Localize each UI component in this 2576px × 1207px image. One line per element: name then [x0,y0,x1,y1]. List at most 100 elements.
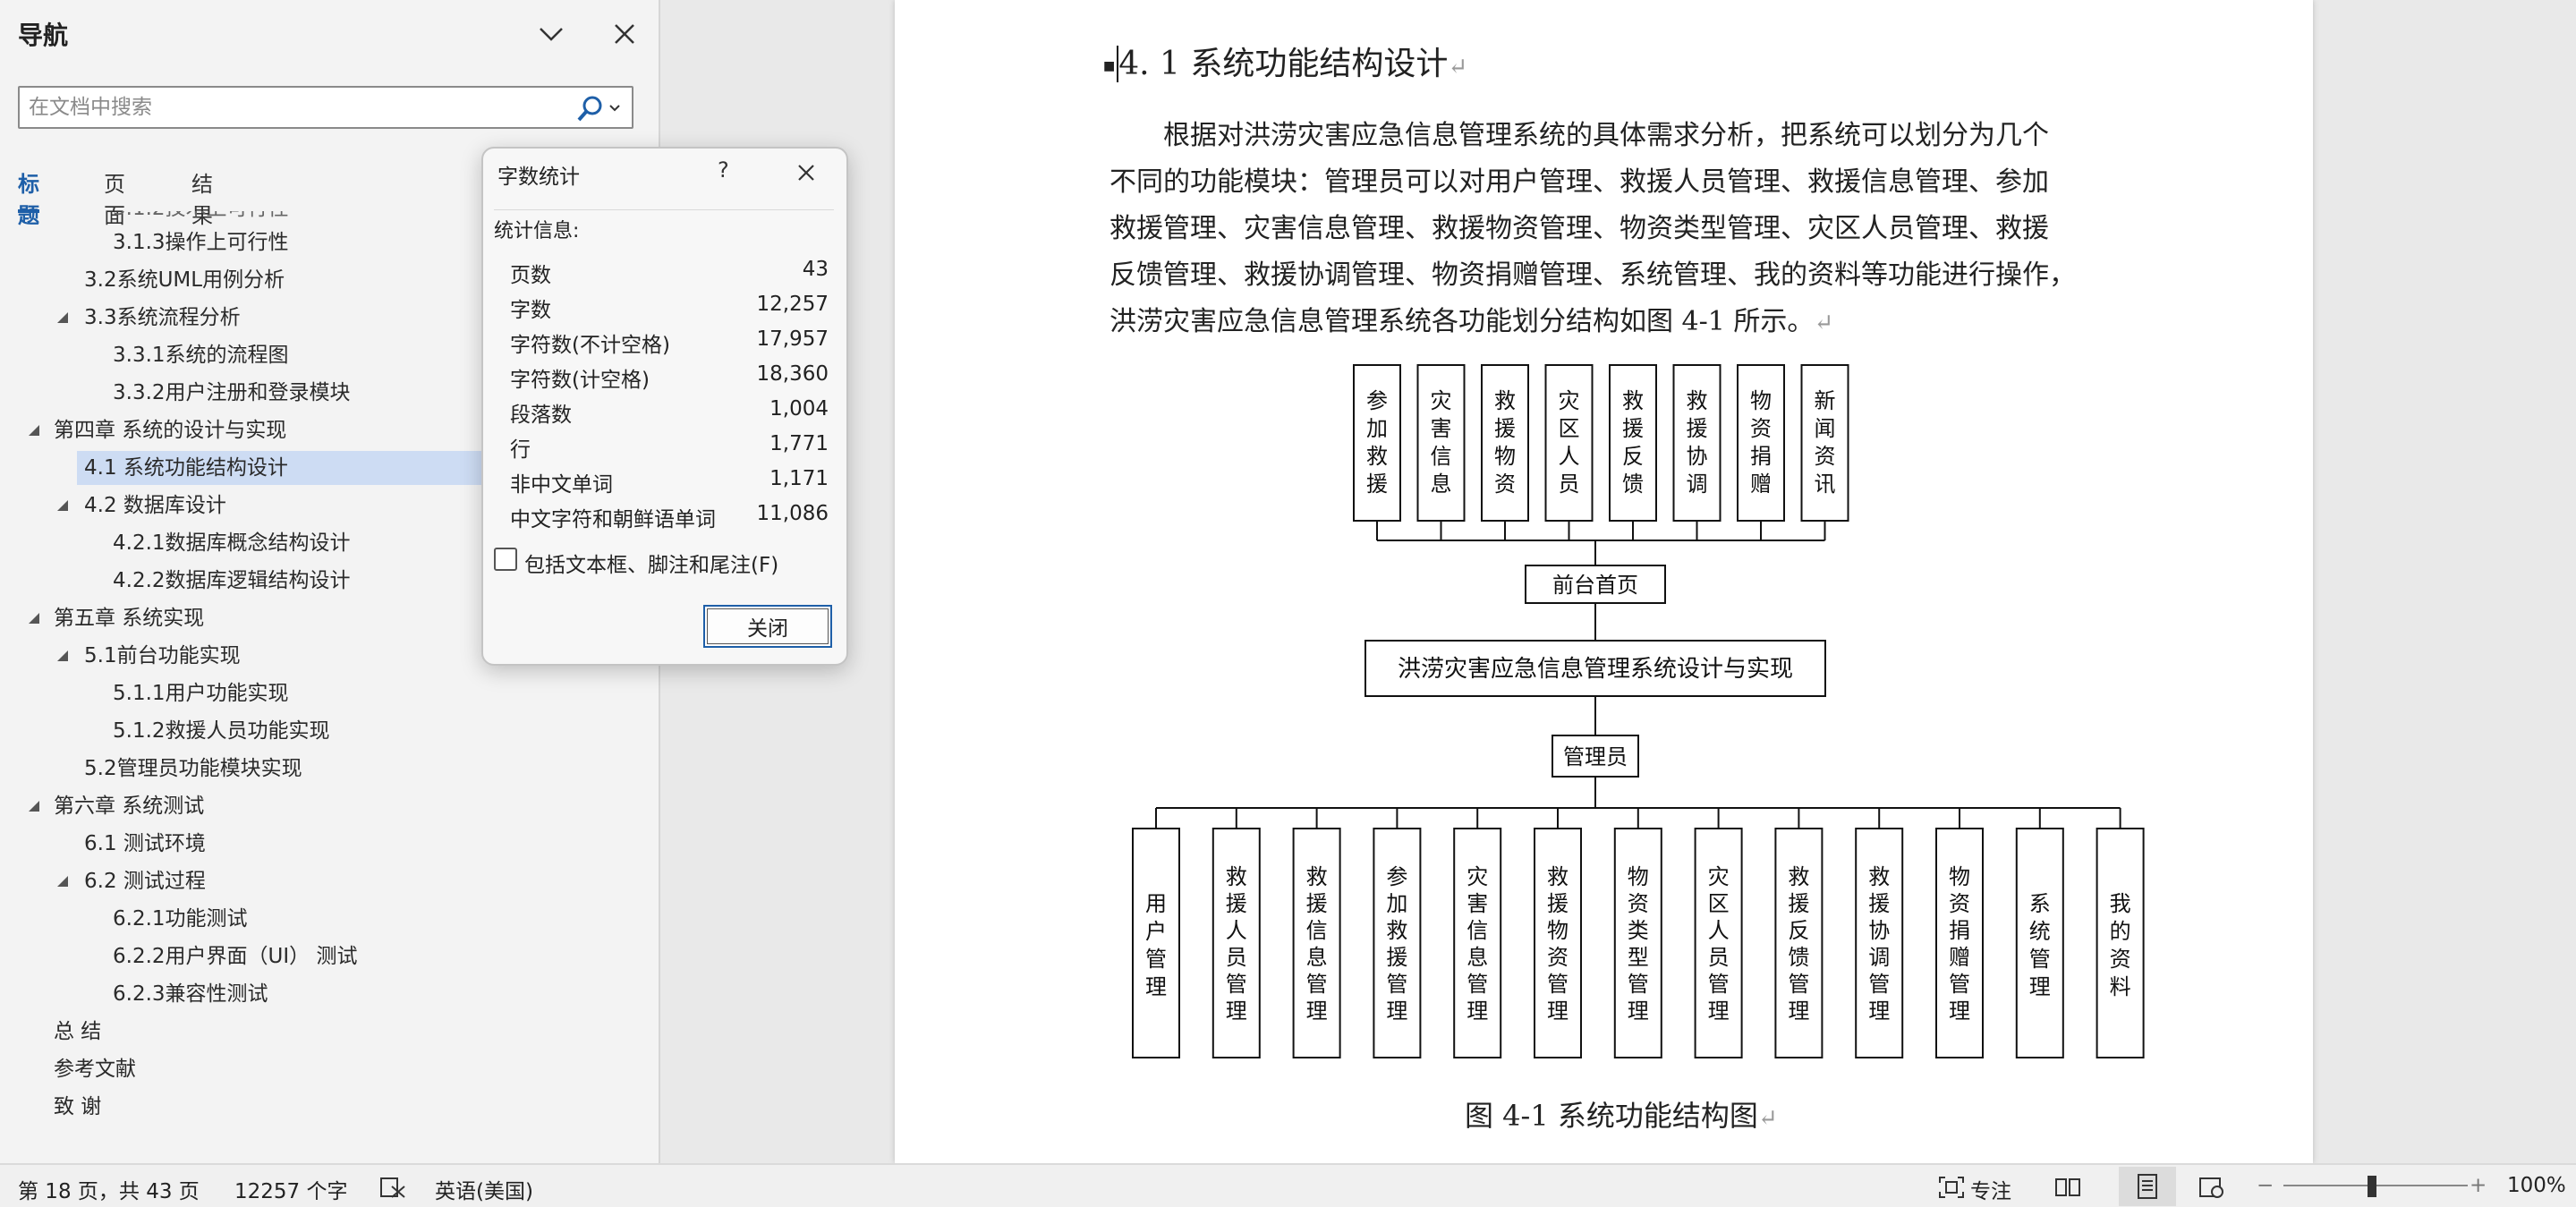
tree-item[interactable]: 第五章 系统实现 [54,607,205,630]
stat-label: 字数 [510,299,551,322]
tree-item[interactable]: 第四章 系统的设计与实现 [54,419,287,442]
tree-item[interactable]: 6.1 测试环境 [84,832,206,855]
include-textboxes-label[interactable]: 包括文本框、脚注和尾注(F) [524,554,779,577]
expand-triangle-icon[interactable] [55,649,70,663]
tab-results[interactable]: 结果 [191,172,213,228]
diagram-box-bottom [2096,828,2145,1058]
zoom-in-button[interactable]: + [2470,1174,2487,1197]
paragraph-line[interactable]: 根据对洪涝灾害应急信息管理系统的具体需求分析，把系统可以划分为几个 [1109,120,2049,151]
diagram-box-bottom-label: 参加救援管理 [1386,864,1407,1024]
paragraph-line[interactable]: 洪涝灾害应急信息管理系统各功能划分结构如图 4-1 所示。↵ [1109,299,2107,346]
print-layout-icon[interactable] [2119,1167,2176,1206]
stat-value: 17,957 [756,327,829,351]
heading-tree: 3.1.2技术上可行性 3.1.3操作上可行性 3.2系统UML用例分析 3.3系统… [0,211,660,1155]
stat-label: 字符数(计空格) [510,369,650,392]
tab-pages[interactable]: 页面 [104,172,125,228]
paragraph-last-text: 洪涝灾害应急信息管理系统各功能划分结构如图 4-1 所示。 [1109,306,1815,337]
read-mode-icon[interactable] [2054,1176,2081,1204]
tree-item[interactable]: 4.2.2数据库逻辑结构设计 [113,569,351,592]
tree-item[interactable]: 4.2.1数据库概念结构设计 [113,531,351,555]
tree-item[interactable]: 3.3系统流程分析 [84,306,241,329]
search-box [18,86,633,129]
section-heading[interactable]: ■4. 1 系统功能结构设计↵ [1103,46,1468,82]
paragraph-line[interactable]: 救援管理、灾害信息管理、救援物资管理、物资类型管理、灾区人员管理、救援 [1109,213,2049,244]
expand-triangle-icon[interactable] [27,799,41,813]
tree-item[interactable]: 4.1 系统功能结构设计 [84,456,288,480]
expand-triangle-icon[interactable] [27,611,41,625]
include-textboxes-checkbox[interactable] [494,548,517,571]
tree-item[interactable]: 参考文献 [54,1058,136,1081]
dialog-title: 字数统计 [497,166,580,189]
web-layout-icon[interactable] [2198,1176,2224,1204]
paragraph-line[interactable]: 不同的功能模块：管理员可以对用户管理、救援人员管理、救援信息管理、参加 [1109,166,2049,198]
diagram-box-top [1481,364,1529,522]
paragraph-mark: ↵ [1814,310,1834,336]
tree-item[interactable]: 6.2.1功能测试 [113,907,248,931]
diagram-box-bottom [1935,828,1984,1058]
tree-item[interactable]: 3.3.1系统的流程图 [113,344,289,367]
diagram-box-bottom-label: 灾区人员管理 [1708,864,1730,1024]
tree-item[interactable]: 3.1.3操作上可行性 [113,231,289,254]
diagram-box-bottom-label: 物资捐赠管理 [1949,864,1970,1024]
tree-item[interactable]: 6.2.3兼容性测试 [113,982,268,1006]
tree-item[interactable]: 6.2.2用户界面（UI） 测试 [113,945,358,968]
tree-item[interactable]: 致 谢 [54,1095,102,1118]
diagram-box-top-label: 参加救援 [1366,388,1388,497]
diagram-box-bottom [1373,828,1422,1058]
expand-triangle-icon[interactable] [55,310,70,325]
page-info[interactable]: 第 18 页，共 43 页 [18,1180,200,1203]
diagram-box-top-label: 灾害信息 [1431,388,1452,497]
paragraph-line[interactable]: 反馈管理、救援协调管理、物资捐赠管理、系统管理、我的资料等功能进行操作， [1109,259,2076,291]
diagram-box-bottom [1613,828,1662,1058]
tab-headings[interactable]: 标题 [18,166,39,228]
stat-value: 11,086 [756,502,829,525]
diagram-box-top-label: 救援协调 [1687,388,1708,497]
diagram-box-bottom-label: 救援信息管理 [1306,864,1328,1024]
expand-triangle-icon[interactable] [55,874,70,888]
language[interactable]: 英语(美国) [435,1180,533,1203]
tree-item[interactable]: 4.2 数据库设计 [84,494,226,517]
diagram-box-bottom-label: 用户管理 [1145,891,1167,999]
help-button[interactable]: ? [718,157,729,183]
nav-options-chevron-icon[interactable] [533,16,569,52]
figure-caption[interactable]: 图 4-1 系统功能结构图↵ [1465,1093,1778,1135]
front-home-box [1525,565,1666,604]
proofing-icon[interactable] [379,1176,406,1204]
tree-item[interactable]: 6.2 测试过程 [84,870,206,893]
word-count[interactable]: 12257 个字 [234,1180,348,1203]
tree-item-partial[interactable]: 3.1.2技术上可行性 [113,211,289,225]
tree-item[interactable]: 3.3.2用户注册和登录模块 [113,381,351,404]
close-button[interactable]: 关闭 [703,605,832,648]
expand-triangle-icon[interactable] [27,423,41,438]
diagram-box-top [1672,364,1722,522]
zoom-slider-thumb[interactable] [2368,1176,2376,1197]
tree-item[interactable]: 5.1.2救援人员功能实现 [113,719,330,743]
diagram-box-top [1353,364,1401,522]
zoom-level[interactable]: 100% [2507,1174,2566,1197]
tree-item[interactable]: 5.1前台功能实现 [84,644,241,667]
tree-item[interactable]: 总 结 [54,1020,102,1043]
paragraph-mark: ↵ [1448,54,1468,81]
zoom-out-button[interactable]: − [2257,1174,2274,1197]
front-home-label: 前台首页 [1552,573,1638,598]
diagram-box-top [1544,364,1594,522]
search-input[interactable] [29,93,565,122]
search-icon[interactable] [576,93,621,123]
nav-close-icon[interactable] [607,16,642,52]
tree-item[interactable]: 3.2系统UML用例分析 [84,268,285,292]
focus-icon[interactable] [1938,1176,1965,1204]
diagram-box-bottom [1534,828,1582,1058]
diagram-box-bottom [1292,828,1341,1058]
tree-item[interactable]: 第六章 系统测试 [54,795,205,818]
tree-item[interactable]: 5.1.1用户功能实现 [113,682,289,705]
expand-triangle-icon[interactable] [55,498,70,513]
diagram-box-bottom [1211,828,1261,1058]
tree-item[interactable]: 5.2管理员功能模块实现 [84,757,302,780]
focus-mode[interactable]: 专注 [1970,1180,2011,1203]
dialog-close-icon[interactable] [791,157,821,188]
diagram-box-top-label: 救援反馈 [1622,388,1644,497]
